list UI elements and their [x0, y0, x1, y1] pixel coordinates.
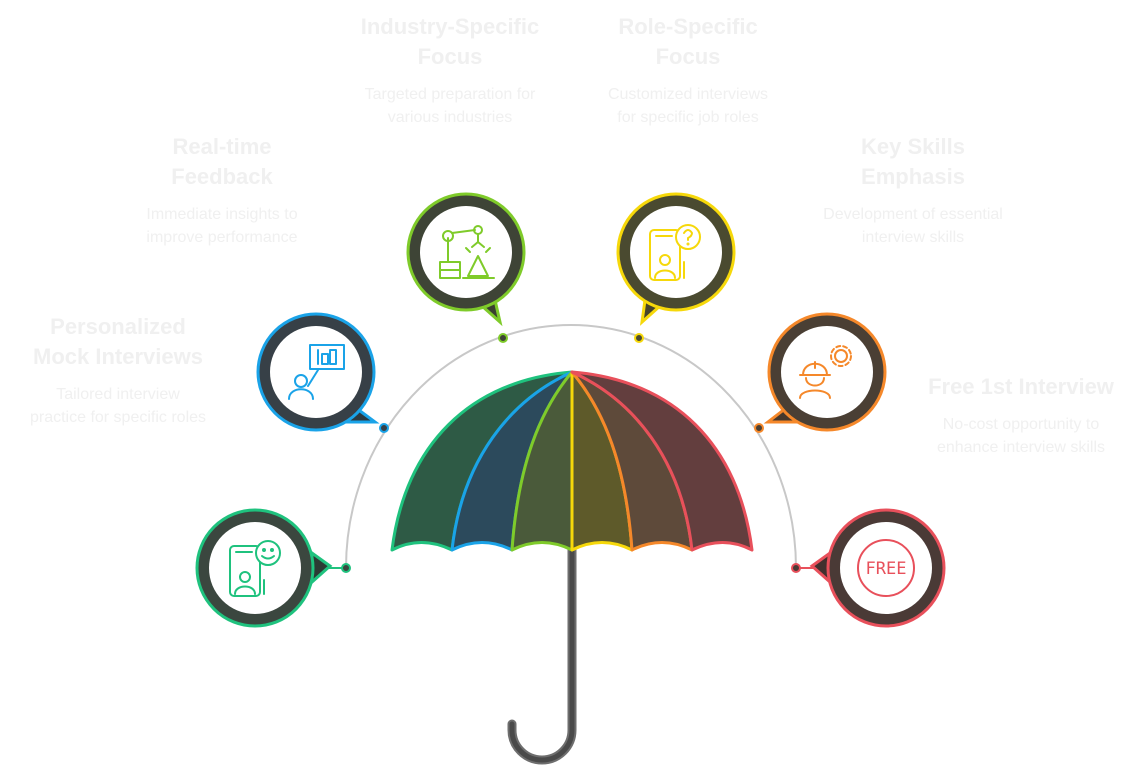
arc-node-industry — [498, 333, 508, 343]
label-role-title: Role-Specific Focus — [618, 14, 758, 69]
label-feedback-title: Real-time Feedback — [171, 134, 273, 189]
label-skills: Key Skills Emphasis Development of essen… — [823, 132, 1003, 249]
canopy-panel-6 — [570, 370, 754, 552]
bubble-industry — [406, 192, 526, 343]
connector-arc — [345, 324, 797, 569]
label-skills-desc: Development of essential interview skill… — [823, 206, 1003, 246]
arc-node-skills — [754, 423, 764, 433]
label-free: Free 1st Interview No-cost opportunity t… — [918, 372, 1124, 459]
label-role: Role-Specific Focus Customized interview… — [598, 12, 778, 129]
label-skills-title: Key Skills Emphasis — [861, 134, 965, 189]
worker-gear-icon — [799, 345, 852, 399]
label-industry-title: Industry-Specific Focus — [360, 14, 540, 69]
robot-arm-icon — [439, 225, 495, 279]
label-free-title: Free 1st Interview — [928, 374, 1114, 399]
bubble-skills — [754, 312, 887, 433]
free-badge-text: FREE — [866, 559, 907, 579]
arc-node-role — [634, 333, 644, 343]
label-personalized-title: Personalized Mock Interviews — [33, 314, 203, 369]
chat-person-smile-icon — [229, 540, 281, 597]
bubble-feedback — [256, 312, 389, 433]
label-feedback: Real-time Feedback Immediate insights to… — [132, 132, 312, 249]
label-industry: Industry-Specific Focus Targeted prepara… — [355, 12, 545, 129]
label-free-desc: No-cost opportunity to enhance interview… — [936, 416, 1106, 456]
bubble-free: FREE — [791, 508, 946, 628]
label-industry-desc: Targeted preparation for various industr… — [364, 86, 536, 126]
free-badge-icon: FREE — [857, 539, 915, 597]
label-personalized: Personalized Mock Interviews Tailored in… — [28, 312, 208, 429]
arc-node-free — [791, 563, 801, 573]
arc-node-personalized — [341, 563, 351, 573]
person-presentation-icon — [288, 344, 345, 400]
arc-node-feedback — [379, 423, 389, 433]
canopy-panel-3 — [510, 370, 574, 552]
person-question-icon — [649, 224, 701, 281]
label-role-desc: Customized interviews for specific job r… — [607, 86, 769, 126]
label-feedback-desc: Immediate insights to improve performanc… — [146, 206, 298, 246]
label-personalized-desc: Tailored interview practice for specific… — [29, 386, 207, 426]
umbrella-canopy — [390, 370, 754, 552]
umbrella-handle — [507, 543, 577, 765]
bubble-role — [616, 192, 736, 343]
bubble-personalized — [195, 508, 351, 628]
